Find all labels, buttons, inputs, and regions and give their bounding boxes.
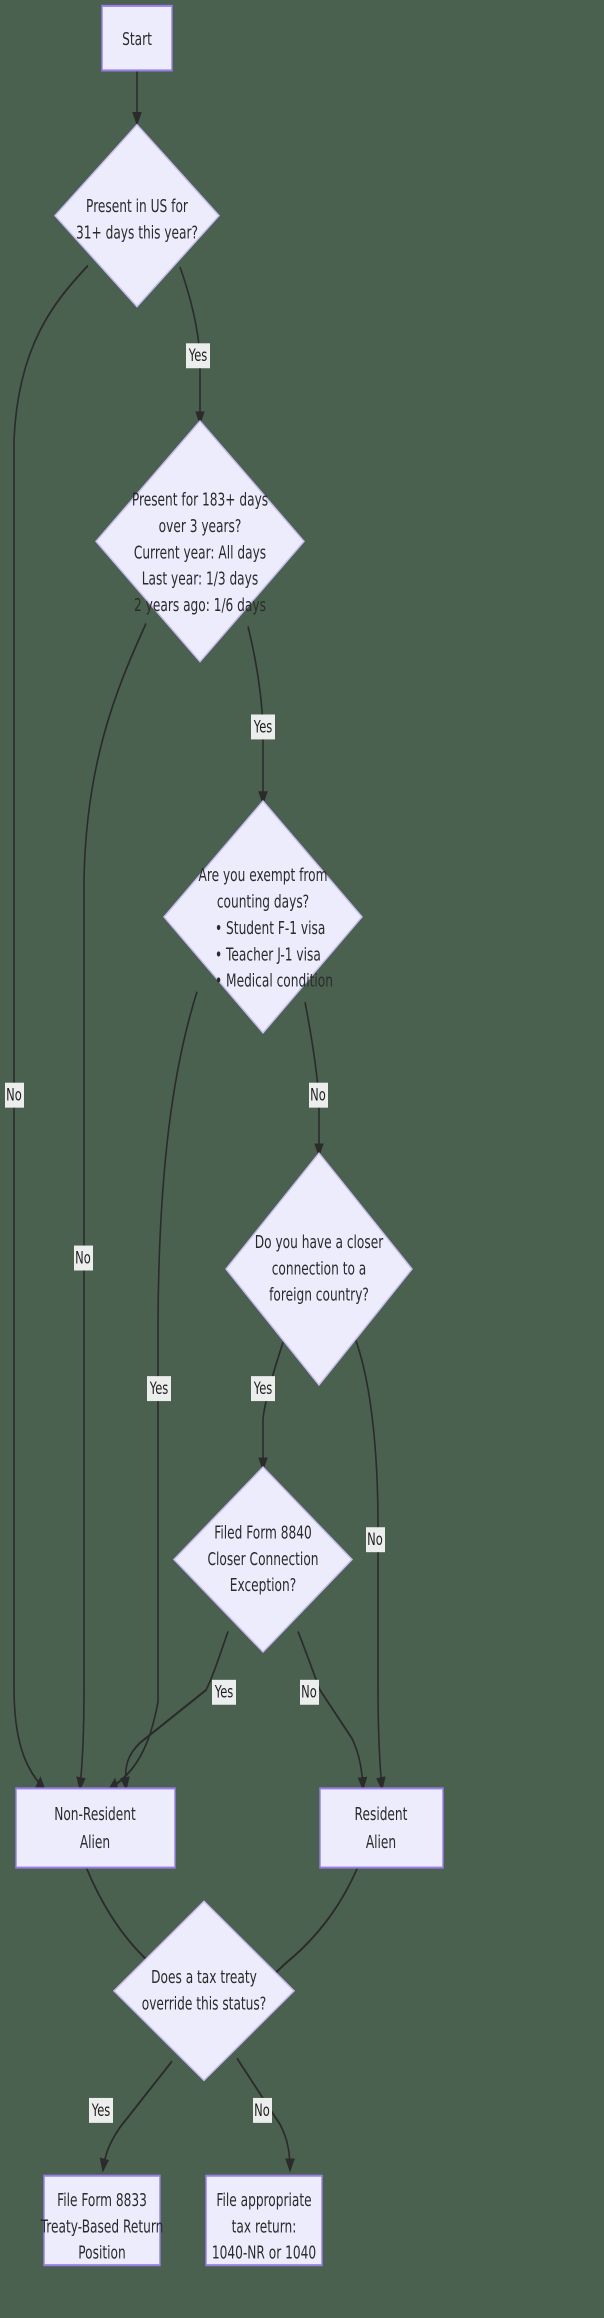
node-out-tax-return[interactable]: File appropriate tax return: 1040-NR or … — [205, 2174, 323, 2267]
node-q183-line2: over 3 years? — [159, 516, 242, 537]
edge-label-qcloser-no-text: No — [367, 1531, 383, 1550]
node-qexempt-line1: Are you exempt from — [199, 865, 328, 886]
node-qexempt-bullet-medical: • Medical condition — [215, 970, 333, 991]
edge-label-q8840-no-text: No — [301, 1684, 317, 1703]
edge-ra-to-qtreaty — [256, 1850, 365, 1991]
node-start[interactable]: Start — [101, 4, 173, 72]
node-q8840-line1: Filed Form 8840 — [214, 1522, 312, 1543]
edge-label-qexempt-no-text: No — [310, 1087, 326, 1106]
edge-label-q8840-yes: Yes — [212, 1679, 236, 1705]
node-q183-line4: Last year: 1/3 days — [142, 568, 258, 589]
node-q31-line2: 31+ days this year? — [76, 222, 198, 243]
edge-label-q183-no: No — [74, 1245, 93, 1271]
edge-label-q183-no-text: No — [75, 1249, 91, 1268]
node-start-label: Start — [122, 29, 152, 50]
node-qcloser-line3: foreign country? — [269, 1284, 369, 1305]
edge-label-qcloser-no: No — [366, 1527, 385, 1553]
edge-label-qexempt-no: No — [309, 1082, 328, 1108]
edge-label-qcloser-yes-text: Yes — [253, 1380, 272, 1399]
edge-qexempt-no-to-qcloser — [304, 1001, 324, 1158]
node-out-form-8833[interactable]: File Form 8833 Treaty-Based Return Posit… — [40, 2174, 164, 2267]
node-qcloser-line2: connection to a — [272, 1258, 367, 1279]
edge-label-q8840-yes-text: Yes — [214, 1684, 233, 1703]
node-8833-line3: Position — [78, 2242, 125, 2263]
node-non-resident-alien[interactable]: Non-Resident Alien — [15, 1787, 176, 1869]
edge-label-q183-yes-text: Yes — [253, 718, 272, 737]
node-8833-line2: Treaty-Based Return — [40, 2216, 164, 2237]
node-ra-line2: Alien — [366, 1832, 396, 1853]
node-q183-line3: Current year: All days — [134, 542, 266, 563]
edge-qcloser-no-to-ra — [354, 1337, 386, 1792]
edge-label-qexempt-yes: Yes — [147, 1376, 171, 1402]
edge-q8840-no-to-ra — [297, 1630, 368, 1792]
edge-qcloser-yes-to-q8840 — [258, 1341, 284, 1472]
node-q-183-days[interactable]: Present for 183+ days over 3 years? Curr… — [95, 419, 305, 663]
edge-label-q31-no-text: No — [6, 1087, 22, 1106]
node-qcloser-line1: Do you have a closer — [255, 1232, 384, 1253]
edge-label-q31-no: No — [5, 1082, 24, 1108]
edge-label-qexempt-yes-text: Yes — [149, 1380, 168, 1399]
node-qexempt-bullet-teacher: • Teacher J-1 visa — [215, 944, 321, 965]
edge-q8840-yes-to-nra — [120, 1630, 229, 1792]
edge-labels-layer: Yes No Yes No No Yes Yes No — [5, 343, 385, 2123]
edge-qtreaty-yes-to-8833 — [99, 2060, 173, 2173]
node-q-31-days[interactable]: Present in US for 31+ days this year? — [54, 123, 220, 308]
node-q8840-line2: Closer Connection — [207, 1548, 318, 1569]
node-q-closer-connection[interactable]: Do you have a closer connection to a for… — [225, 1151, 413, 1387]
edge-label-q31-yes: Yes — [186, 343, 210, 369]
node-1040-line2: tax return: — [232, 2216, 297, 2237]
node-resident-alien[interactable]: Resident Alien — [319, 1787, 444, 1869]
edge-label-qtreaty-no: No — [253, 2097, 272, 2123]
edge-label-qtreaty-yes: Yes — [89, 2097, 113, 2123]
edge-label-q31-yes-text: Yes — [188, 347, 207, 366]
node-q183-line5: 2 years ago: 1/6 days — [134, 595, 266, 616]
node-q183-line1: Present for 183+ days — [132, 489, 268, 510]
node-q8840-line3: Exception? — [230, 1575, 296, 1596]
nodes-layer: Start Present in US for 31+ days this ye… — [15, 4, 444, 2267]
edge-label-qtreaty-yes-text: Yes — [91, 2102, 110, 2121]
edge-qexempt-yes-to-nra — [108, 991, 198, 1791]
edge-label-q8840-no: No — [300, 1679, 319, 1705]
node-q-form-8840[interactable]: Filed Form 8840 Closer Connection Except… — [172, 1466, 354, 1654]
node-nra-line2: Alien — [80, 1832, 110, 1853]
node-1040-line1: File appropriate — [216, 2190, 311, 2211]
node-nra-line1: Non-Resident — [54, 1804, 136, 1825]
node-qexempt-bullet-student: • Student F-1 visa — [215, 918, 325, 939]
node-q-tax-treaty[interactable]: Does a tax treaty override this status? — [112, 1900, 296, 2082]
node-1040-line3: 1040-NR or 1040 — [212, 2242, 316, 2263]
node-q31-line1: Present in US for — [86, 196, 188, 217]
edge-q183-no-to-nra — [76, 622, 147, 1792]
edge-label-qcloser-yes: Yes — [251, 1376, 275, 1402]
node-ra-line1: Resident — [355, 1804, 408, 1825]
edge-label-qtreaty-no-text: No — [254, 2102, 270, 2121]
node-qtreaty-line2: override this status? — [142, 1993, 266, 2014]
edge-q31-no-to-nra — [13, 264, 89, 1790]
node-qtreaty-line1: Does a tax treaty — [151, 1967, 257, 1988]
edge-label-q183-yes: Yes — [251, 714, 275, 740]
node-q-exempt[interactable]: Are you exempt from counting days? • Stu… — [163, 799, 363, 1034]
node-8833-line1: File Form 8833 — [57, 2190, 147, 2211]
node-qexempt-line2: counting days? — [217, 891, 309, 912]
edge-qtreaty-no-to-1040 — [236, 2057, 295, 2173]
